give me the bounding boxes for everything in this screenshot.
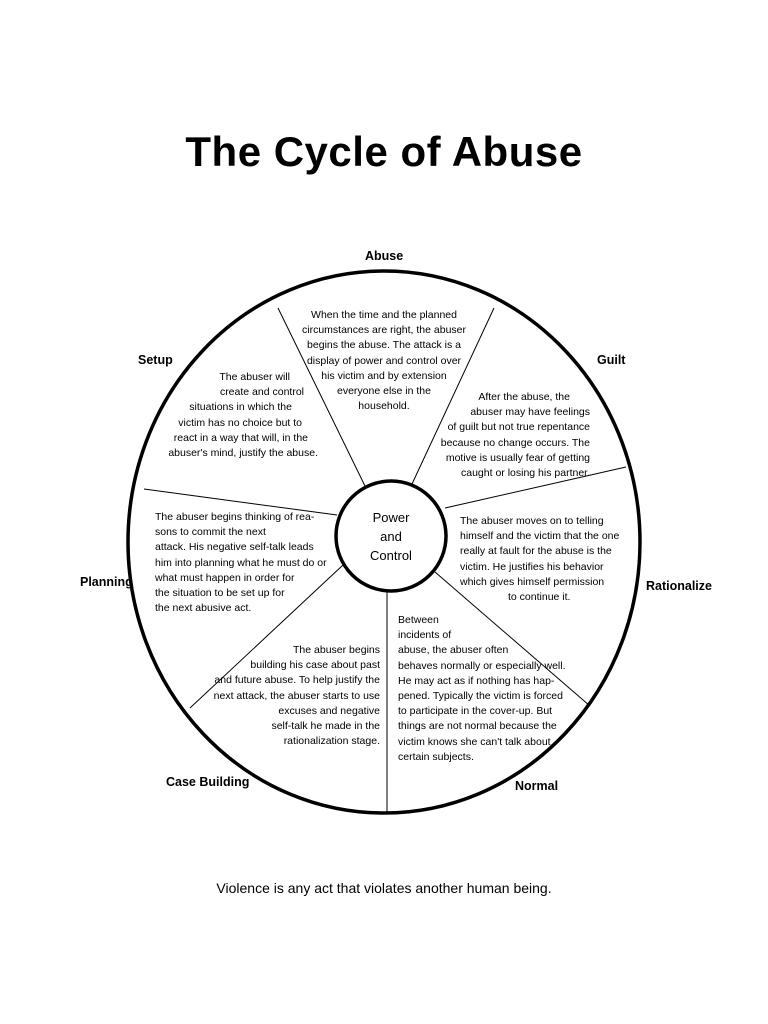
divider-guilt-rationalize bbox=[444, 466, 627, 509]
text-line: victim. He justifies his behavior bbox=[460, 560, 604, 573]
text-line: The abuser begins bbox=[293, 644, 380, 656]
text-line: victim has no choice but to bbox=[178, 416, 302, 429]
text-line: rationalization stage. bbox=[283, 735, 380, 748]
divider-rationalize-normal bbox=[434, 571, 591, 707]
label-normal: Normal bbox=[515, 779, 559, 793]
text-line: abuser may have feelings bbox=[470, 406, 590, 419]
text-line: building his case about past bbox=[250, 659, 380, 672]
label-planning: Planning bbox=[80, 575, 133, 589]
text-line: next attack, the abuser starts to use bbox=[213, 689, 380, 702]
text-line: what must happen in order for bbox=[155, 571, 295, 584]
text-line: He may act as if nothing has hap- bbox=[398, 674, 555, 687]
text-line: The abuser moves on to telling bbox=[460, 515, 604, 527]
text-line: which gives himself permission bbox=[460, 575, 605, 588]
divider-casebuilding-planning bbox=[189, 564, 344, 709]
divider-setup-abuse bbox=[277, 307, 366, 487]
text-line: attack. His negative self-talk leads bbox=[155, 541, 314, 554]
text-line: pened. Typically the victim is forced bbox=[398, 690, 563, 703]
text-line: caught or losing his partner. bbox=[461, 467, 590, 480]
text-line: The abuser will bbox=[219, 371, 290, 383]
text-line: The abuser begins thinking of rea- bbox=[155, 511, 315, 523]
text-line: victim knows she can't talk about bbox=[398, 735, 551, 748]
text-line: excuses and negative bbox=[278, 704, 380, 717]
text-line: Between bbox=[398, 614, 439, 626]
label-rationalize: Rationalize bbox=[646, 579, 712, 593]
text-line: sons to commit the next bbox=[155, 526, 266, 539]
text-line: himself and the victim that the one bbox=[460, 530, 620, 543]
text-line: circumstances are right, the abuser bbox=[302, 324, 466, 337]
outer-circle bbox=[126, 269, 642, 815]
center-line: and bbox=[380, 529, 402, 544]
text-line: household. bbox=[358, 400, 410, 413]
text-line: to participate in the cover-up. But bbox=[398, 705, 553, 718]
center-label: Power and Control bbox=[353, 508, 429, 565]
text-line: behaves normally or especially well. bbox=[398, 659, 566, 672]
text-line: situations in which the bbox=[189, 401, 292, 414]
text-guilt: After the abuse, the abuser may have fee… bbox=[420, 390, 590, 481]
text-line: and future abuse. To help justify the bbox=[214, 674, 380, 687]
text-line: everyone else in the bbox=[337, 385, 431, 398]
text-line: because no change occurs. The bbox=[440, 436, 590, 449]
text-line: incidents of bbox=[398, 629, 452, 642]
label-guilt: Guilt bbox=[597, 353, 626, 367]
text-line: to continue it. bbox=[508, 591, 571, 604]
text-line: his victim and by extension bbox=[321, 369, 447, 382]
text-rationalize: The abuser moves on to telling himself a… bbox=[460, 514, 630, 605]
text-case-building: The abuser begins building his case abou… bbox=[195, 643, 380, 749]
text-line: display of power and control over bbox=[306, 354, 462, 367]
footer-text: Violence is any act that violates anothe… bbox=[216, 880, 552, 896]
text-line: the next abusive act. bbox=[155, 602, 252, 615]
text-line: him into planning what he must do or bbox=[155, 556, 327, 569]
center-line: Power bbox=[372, 510, 410, 525]
label-case-building: Case Building bbox=[166, 775, 250, 789]
divider-abuse-guilt bbox=[411, 307, 495, 485]
center-circle bbox=[334, 479, 448, 593]
label-abuse: Abuse bbox=[365, 249, 404, 263]
text-line: things are not normal because the bbox=[398, 720, 557, 733]
text-line: self-talk he made in the bbox=[271, 720, 380, 733]
text-abuse: When the time and the planned circumstan… bbox=[280, 308, 488, 414]
text-normal: Between incidents of abuse, the abuser o… bbox=[398, 613, 578, 765]
text-line: After the abuse, the bbox=[478, 391, 570, 403]
text-setup: The abuser will create and control situa… bbox=[150, 370, 318, 461]
text-line: of guilt but not true repentance bbox=[447, 421, 590, 434]
page-title: The Cycle of Abuse bbox=[185, 128, 583, 175]
text-line: react in a way that will, in the bbox=[173, 431, 308, 444]
text-line: the situation to be set up for bbox=[155, 587, 285, 600]
label-setup: Setup bbox=[138, 353, 173, 367]
divider-planning-setup bbox=[143, 488, 338, 516]
text-line: motive is usually fear of getting bbox=[445, 451, 590, 464]
text-line: When the time and the planned bbox=[311, 309, 457, 321]
text-line: certain subjects. bbox=[398, 750, 474, 763]
text-planning: The abuser begins thinking of rea- sons … bbox=[155, 510, 340, 616]
text-line: abuse, the abuser often bbox=[398, 644, 509, 657]
text-line: create and control bbox=[219, 386, 304, 399]
text-line: abuser's mind, justify the abuse. bbox=[168, 447, 318, 460]
center-line: Control bbox=[370, 548, 412, 563]
text-line: begins the abuse. The attack is a bbox=[307, 339, 461, 352]
text-line: really at fault for the abuse is the bbox=[460, 545, 612, 558]
